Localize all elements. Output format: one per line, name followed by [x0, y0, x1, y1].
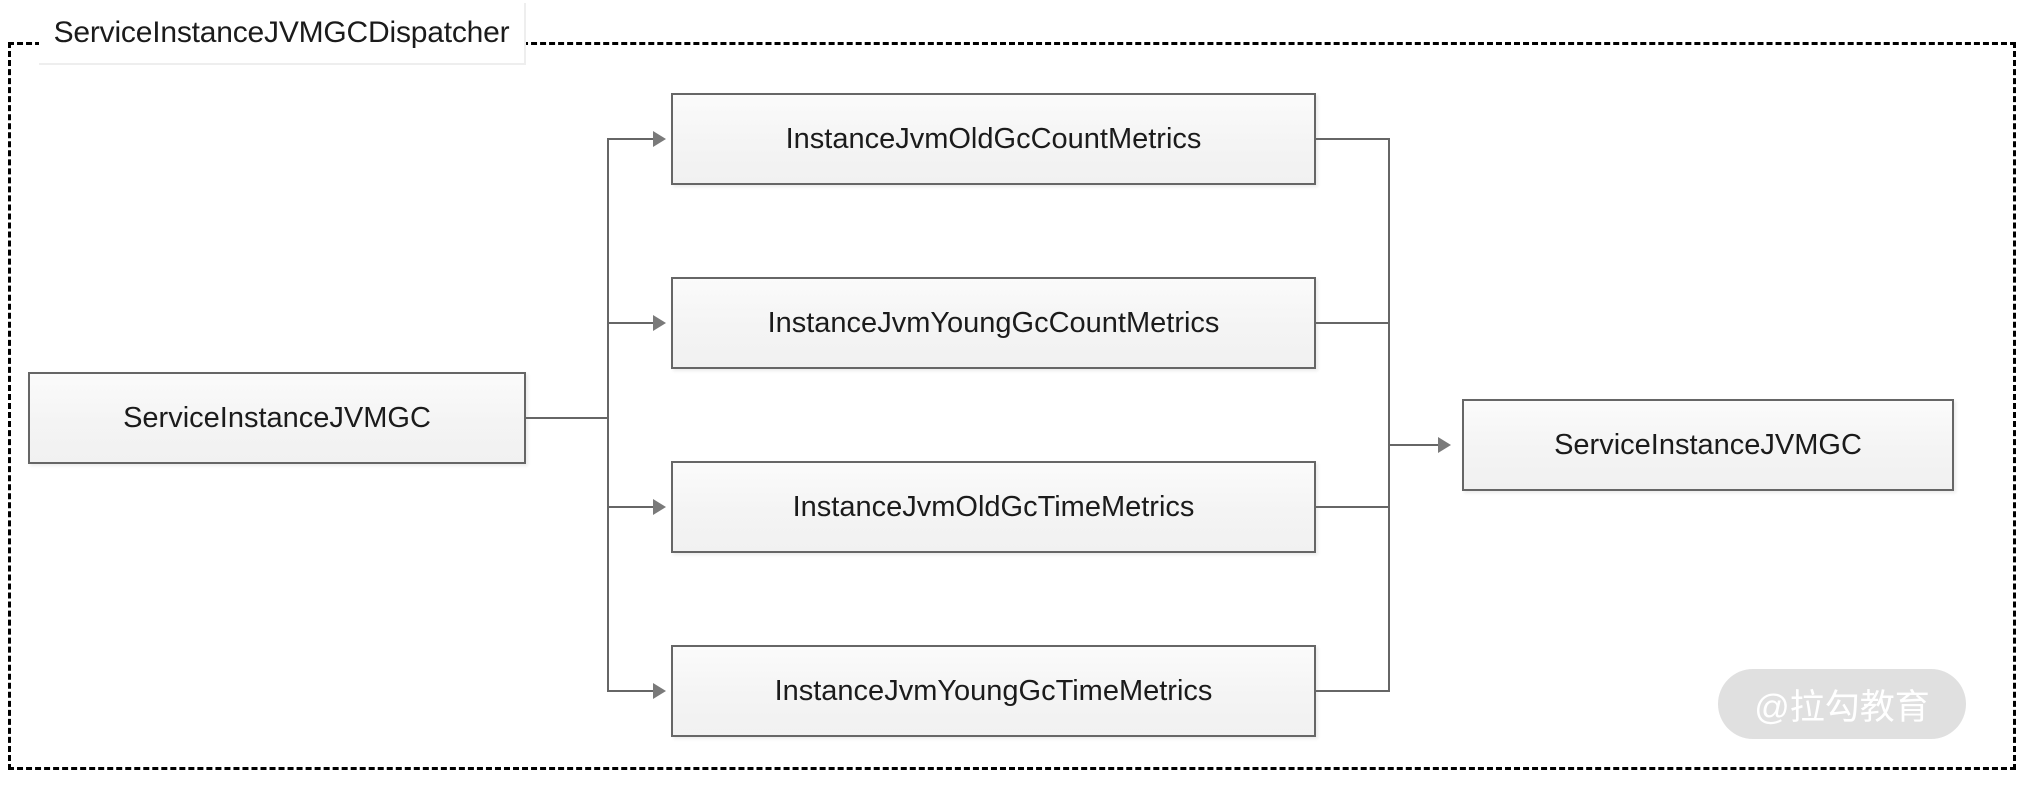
node-label: InstanceJvmYoungGcTimeMetrics [774, 674, 1213, 707]
arrow-head-icon-branch-0 [653, 131, 666, 147]
connector-left-trunk [607, 139, 609, 691]
arrow-head-icon-sink [1438, 437, 1451, 453]
node-instance-jvm-young-gc-count-metrics[interactable]: InstanceJvmYoungGcCountMetrics [671, 277, 1316, 369]
connector-branch-3 [607, 690, 655, 692]
connector-merge-2 [1316, 506, 1390, 508]
connector-branch-1 [607, 322, 655, 324]
node-label: ServiceInstanceJVMGC [1554, 428, 1862, 461]
node-label: InstanceJvmYoungGcCountMetrics [767, 306, 1220, 339]
connector-source-stub [526, 417, 608, 419]
arrow-head-icon-branch-3 [653, 683, 666, 699]
connector-merge-1 [1316, 322, 1390, 324]
arrow-head-icon-branch-1 [653, 315, 666, 331]
node-label: ServiceInstanceJVMGC [123, 401, 431, 434]
connector-merge-0 [1316, 138, 1390, 140]
node-service-instance-jvmgc-source[interactable]: ServiceInstanceJVMGC [28, 372, 526, 464]
dispatcher-title-text: ServiceInstanceJVMGCDispatcher [53, 16, 510, 49]
connector-branch-0 [607, 138, 655, 140]
connector-right-trunk [1388, 139, 1390, 691]
dispatcher-title-plate: ServiceInstanceJVMGCDispatcher [39, 3, 526, 65]
node-instance-jvm-young-gc-time-metrics[interactable]: InstanceJvmYoungGcTimeMetrics [671, 645, 1316, 737]
node-service-instance-jvmgc-sink[interactable]: ServiceInstanceJVMGC [1462, 399, 1954, 491]
watermark-badge: @拉勾教育 [1718, 669, 1966, 739]
node-instance-jvm-old-gc-time-metrics[interactable]: InstanceJvmOldGcTimeMetrics [671, 461, 1316, 553]
watermark-text: @拉勾教育 [1754, 687, 1930, 727]
arrow-head-icon-branch-2 [653, 499, 666, 515]
node-instance-jvm-old-gc-count-metrics[interactable]: InstanceJvmOldGcCountMetrics [671, 93, 1316, 185]
dispatcher-boundary [8, 42, 2016, 770]
connector-sink-stub [1388, 444, 1440, 446]
connector-branch-2 [607, 506, 655, 508]
node-label: InstanceJvmOldGcCountMetrics [785, 122, 1202, 155]
node-label: InstanceJvmOldGcTimeMetrics [792, 490, 1195, 523]
connector-merge-3 [1316, 690, 1390, 692]
